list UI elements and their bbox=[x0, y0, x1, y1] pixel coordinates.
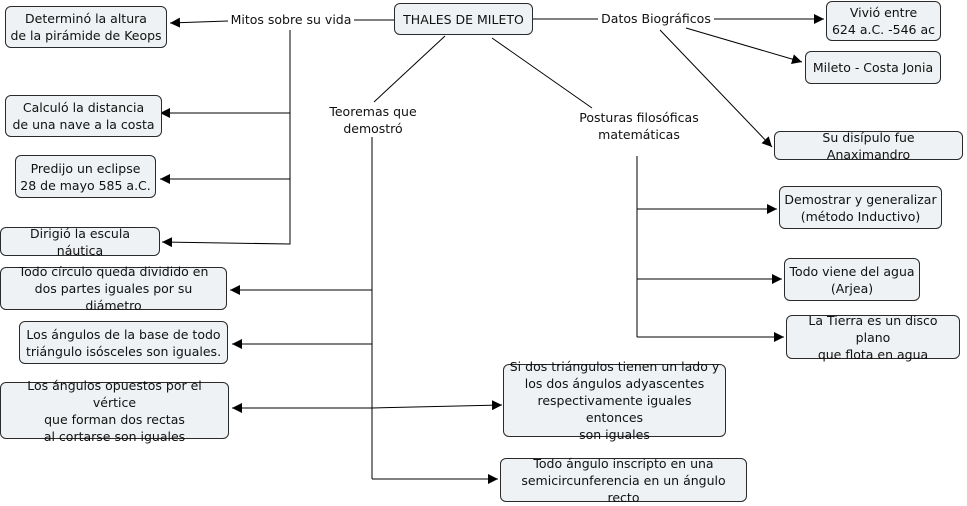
datos-node[interactable]: Su disípulo fue Anaximandro bbox=[774, 129, 963, 162]
datos-node-text: Su disípulo fue Anaximandro bbox=[822, 129, 915, 162]
postura-node-text: Todo viene del agua (Arjea) bbox=[789, 263, 915, 296]
datos-node-text: Vivió entre 624 a.C. -546 ac bbox=[831, 5, 935, 37]
teorema-node-text: Si dos triángulos tienen un lado y los d… bbox=[509, 359, 720, 442]
postura-node-text: Demostrar y generalizar (método Inductiv… bbox=[784, 191, 937, 224]
mitos-node-text: Predijo un eclipse 28 de mayo 585 a.C. bbox=[20, 160, 151, 193]
branch-label-posturas[interactable]: Posturas filosóficas matemáticas bbox=[568, 109, 710, 143]
postura-node[interactable]: Demostrar y generalizar (método Inductiv… bbox=[779, 186, 942, 229]
teorema-node[interactable]: Si dos triángulos tienen un lado y los d… bbox=[503, 359, 726, 442]
branch-label-mitos[interactable]: Mitos sobre su vida bbox=[228, 11, 354, 28]
teorema-node-text: Los ángulos de la base de todo triángulo… bbox=[25, 326, 222, 359]
branch-label-datos[interactable]: Datos Biográficos bbox=[598, 10, 714, 27]
postura-node[interactable]: La Tierra es un disco plano que flota en… bbox=[786, 313, 960, 362]
postura-node-text: La Tierra es un disco plano que flota en… bbox=[808, 312, 938, 362]
teorema-node[interactable]: Los ángulos de la base de todo triángulo… bbox=[19, 321, 228, 364]
teorema-node[interactable]: Todo círculo queda dividido en dos parte… bbox=[0, 264, 227, 313]
mitos-node[interactable]: Dirigió la escula náutica bbox=[0, 225, 160, 258]
mitos-node-text: Dirigió la escula náutica bbox=[30, 225, 130, 258]
teorema-node[interactable]: Todo ángulo inscripto en una semicircunf… bbox=[500, 456, 747, 505]
root-node[interactable]: THALES DE MILETO bbox=[394, 3, 533, 35]
mitos-node[interactable]: Predijo un eclipse 28 de mayo 585 a.C. bbox=[15, 155, 156, 198]
teorema-node-text: Todo círculo queda dividido en dos parte… bbox=[18, 264, 209, 313]
mitos-node-text: Determinó la altura de la pirámide de Ke… bbox=[10, 11, 162, 43]
postura-node[interactable]: Todo viene del agua (Arjea) bbox=[784, 258, 920, 301]
root-title: THALES DE MILETO bbox=[403, 11, 524, 27]
mitos-node[interactable]: Determinó la altura de la pirámide de Ke… bbox=[5, 6, 167, 48]
teorema-node-text: Todo ángulo inscripto en una semicircunf… bbox=[521, 455, 726, 505]
mitos-node-text: Calculó la distancia de una nave a la co… bbox=[12, 100, 155, 132]
teorema-node-text: Los ángulos opuestos por el vértice que … bbox=[27, 377, 202, 444]
mitos-node[interactable]: Calculó la distancia de una nave a la co… bbox=[5, 95, 162, 137]
datos-node[interactable]: Vivió entre 624 a.C. -546 ac bbox=[826, 1, 941, 41]
branch-label-teoremas[interactable]: Teoremas que demostró bbox=[322, 103, 424, 137]
datos-node[interactable]: Mileto - Costa Jonia bbox=[805, 51, 941, 84]
datos-node-text: Mileto - Costa Jonia bbox=[812, 60, 934, 75]
teorema-node[interactable]: Los ángulos opuestos por el vértice que … bbox=[0, 378, 229, 444]
